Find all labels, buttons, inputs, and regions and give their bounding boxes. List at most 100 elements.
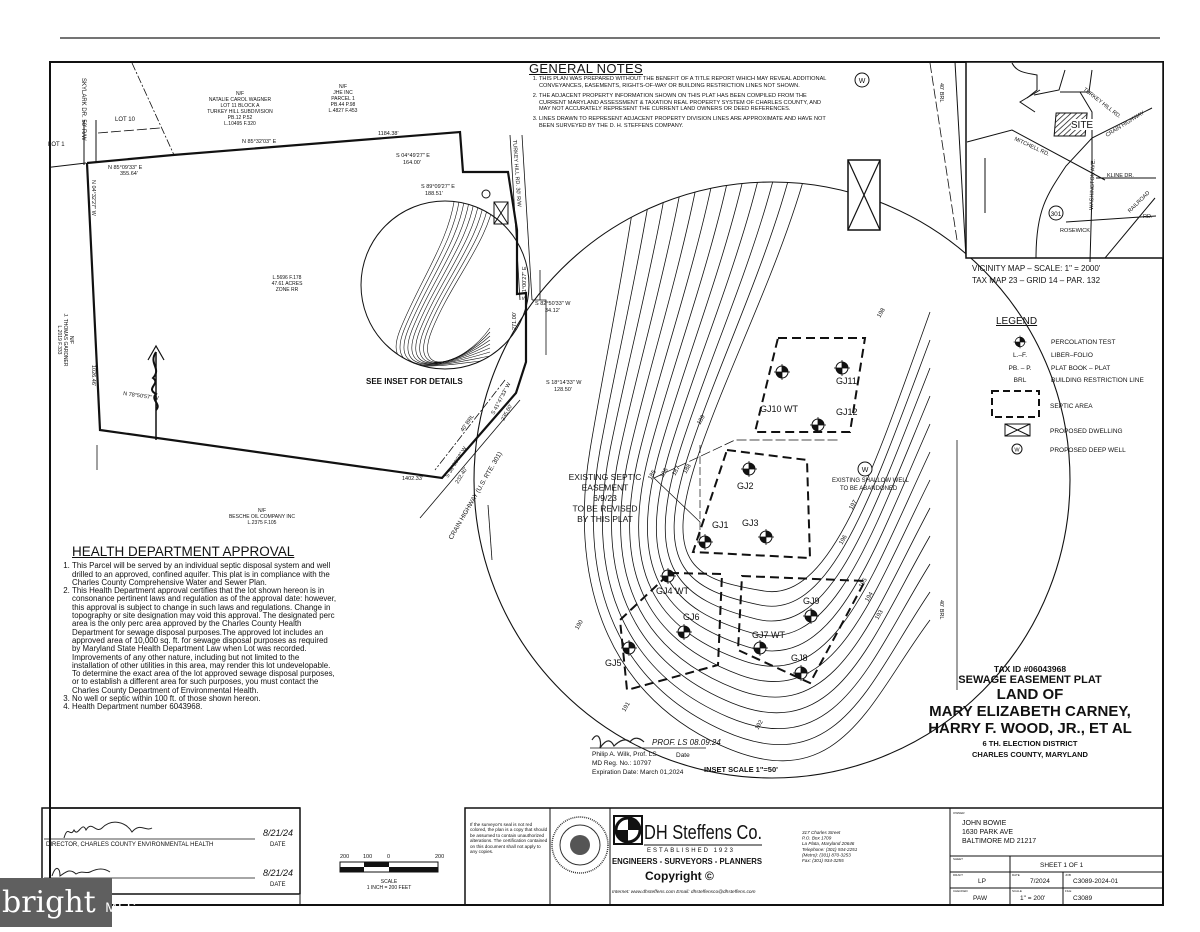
perc-test-icon	[809, 416, 827, 434]
perc-test-label: GJ4 WT	[656, 586, 690, 596]
svg-text:DATE: DATE	[270, 882, 286, 888]
perc-test-label: GJ2	[737, 481, 754, 491]
perc-test-icon	[1013, 335, 1027, 349]
general-note: The adjacent property information shown …	[539, 93, 832, 112]
firm-block: DH Steffens Co. ESTABLISHED 1923 ENGINEE…	[612, 815, 858, 895]
label-line: (Metro): (301) 870-3253	[802, 852, 851, 857]
label-line: La Plata, Maryland 20646	[802, 841, 855, 846]
septic-area	[753, 337, 867, 433]
contour-line	[656, 182, 931, 637]
svg-text:CHECKED: CHECKED	[953, 889, 969, 893]
label-line: EXISTING SEPTIC	[569, 472, 642, 482]
contour-label: 188	[683, 463, 694, 475]
label-line: BESCHE OIL COMPANY INC	[229, 514, 295, 520]
label-line: LOT 11 BLOCK A	[220, 103, 260, 109]
general-note: This plan was prepared without the benef…	[539, 76, 832, 89]
surveyor-seal	[551, 816, 609, 874]
svg-text:PLAT BOOK – PLAT: PLAT BOOK – PLAT	[1051, 365, 1110, 372]
svg-text:MD Reg. No.: 10797: MD Reg. No.: 10797	[592, 760, 652, 767]
approval-signatures: DIRECTOR, CHARLES COUNTY ENVIRONMENTAL H…	[41, 807, 301, 895]
perc-test-icon	[757, 528, 775, 546]
svg-text:JOB: JOB	[1065, 873, 1071, 877]
brl-label: 40' BRL	[938, 600, 944, 619]
svg-text:1630 PARK AVE: 1630 PARK AVE	[962, 829, 1013, 836]
svg-text:Internet: www.dhsteffens.com: Internet: www.dhsteffens.com Email: dhst…	[612, 889, 756, 895]
perc-test-icon	[740, 460, 758, 478]
svg-text:ESTABLISHED 1923: ESTABLISHED 1923	[647, 848, 735, 854]
svg-text:SCALE: SCALE	[381, 879, 398, 885]
road-label: WASHINGTON AVE.	[1089, 158, 1097, 210]
mini-well-icon	[481, 189, 491, 199]
firm-name: DH Steffens Co.	[644, 822, 762, 844]
label-line: 47.61 ACRES	[272, 281, 304, 287]
contour-line	[611, 182, 931, 714]
svg-text:Copyright ©: Copyright ©	[645, 869, 714, 883]
label-line: L.5696 F.178	[273, 275, 302, 281]
label-line: PARCEL 1	[331, 96, 355, 102]
sheet-info-table	[950, 855, 1163, 905]
contour-label: 191	[622, 701, 633, 713]
svg-text:0: 0	[387, 854, 390, 860]
svg-text:BUILDING RESTRICTION LINE: BUILDING RESTRICTION LINE	[1051, 377, 1144, 384]
bearing: S 18°14'33" W	[546, 380, 582, 386]
plat-type: SEWAGE EASEMENT PLAT	[958, 674, 1102, 686]
septic-areas	[618, 337, 867, 692]
svg-text:1 INCH = 200 FEET: 1 INCH = 200 FEET	[367, 885, 412, 891]
bearing: N 04°32'27" W	[90, 180, 96, 217]
perc-test-icon	[696, 533, 714, 551]
svg-text:DRAFT: DRAFT	[953, 873, 963, 877]
perc-test-label: GJ5	[605, 658, 622, 668]
label-line: N/F	[339, 84, 347, 90]
x-box-icon	[1004, 423, 1031, 437]
plat-title-block: TAX ID #06043968 SEWAGE EASEMENT PLAT LA…	[900, 664, 1160, 759]
svg-text:Date: Date	[676, 752, 690, 759]
distance: 235.60'	[500, 403, 514, 422]
perc-test-icon	[659, 567, 677, 585]
perc-test-label: GJ10 WT	[760, 404, 799, 414]
health-note: This Parcel will be served by an individ…	[72, 562, 338, 587]
perc-test-icon	[802, 607, 820, 625]
see-inset-label: SEE INSET FOR DETAILS	[366, 377, 463, 386]
perc-test-label: GJ11	[836, 376, 857, 386]
label-line: PB.44 P.98	[331, 102, 356, 108]
bearing: S 82°50'33" W	[535, 301, 571, 307]
bearing: N 78°50'57" W	[123, 391, 160, 402]
contour-line	[395, 201, 491, 367]
perc-test-label: GJ3	[742, 518, 759, 528]
lot-1-label: LOT 1	[48, 142, 65, 148]
brl-label: 40' BRL	[460, 414, 476, 433]
dashed-rectangle-icon	[991, 390, 1040, 418]
owner-name-1: MARY ELIZABETH CARNEY,	[929, 703, 1131, 720]
contour-label: 190	[575, 619, 586, 631]
owner-block: OWNER JOHN BOWIE 1630 PARK AVE BALTIMORE…	[953, 811, 1036, 845]
health-note: Health Department number 6043968.	[72, 703, 338, 712]
legend: LEGEND PERCOLATION TEST L.–F. LIBER–FOLI…	[991, 316, 1144, 455]
distance: 34.12'	[545, 308, 560, 314]
svg-text:C3089-2024-01: C3089-2024-01	[1073, 878, 1119, 885]
svg-text:SHEET 1 OF 1: SHEET 1 OF 1	[1040, 862, 1084, 869]
legend-title: LEGEND	[996, 316, 1037, 327]
svg-text:200: 200	[435, 854, 444, 860]
contour-line	[423, 201, 491, 363]
second-signature	[51, 868, 111, 877]
label-line: P.O. Box 1709	[802, 836, 832, 841]
vicinity-map: SITE 301 TURKEY HILL RD. MITCHELL RD. CR…	[954, 61, 1164, 285]
perc-test-label: GJ7 WT	[752, 630, 786, 640]
election-district: 6 TH. ELECTION DISTRICT	[982, 739, 1078, 748]
svg-text:200: 200	[340, 854, 349, 860]
health-note: This Health Department approval certifie…	[72, 587, 338, 695]
perc-test-label: GJ12	[836, 407, 858, 417]
tax-id: TAX ID #06043968	[993, 664, 1067, 674]
svg-text:JOHN BOWIE: JOHN BOWIE	[962, 820, 1007, 827]
turkey-hill-rd-label: TURKEY HILL RD. 30' R/W	[511, 140, 522, 208]
inset-detail-circle	[473, 181, 1071, 779]
contour-label: 193	[875, 609, 886, 621]
svg-text:Expiration Date: March 01,2024: Expiration Date: March 01,2024	[592, 769, 684, 776]
general-notes-title: GENERAL NOTES	[529, 61, 643, 76]
label-line: N/F	[258, 508, 266, 514]
contour-label: 195	[859, 577, 870, 589]
distance: 188.51'	[425, 191, 443, 197]
contour-line	[664, 182, 931, 622]
